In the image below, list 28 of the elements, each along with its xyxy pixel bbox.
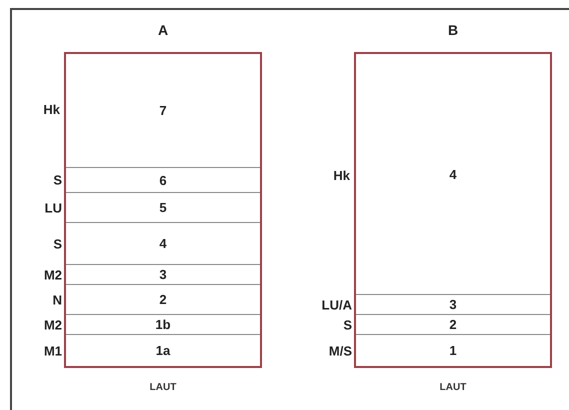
layer-number: 2	[159, 293, 167, 306]
layer-number: 7	[159, 104, 167, 117]
layer-number: 1a	[156, 344, 170, 357]
layer-number: 4	[449, 168, 457, 180]
layer-code: S	[52, 237, 62, 250]
base-label: LAUT	[438, 381, 468, 395]
layer-code: S	[52, 174, 62, 186]
column-heading: A	[156, 21, 170, 40]
layer-code: Hk	[42, 103, 60, 116]
layer-number: 5	[159, 201, 167, 214]
layer-number: 6	[159, 174, 167, 186]
layer-code: M/S	[328, 344, 352, 357]
layer-code: M1	[42, 344, 62, 357]
layer-number: 3	[449, 298, 457, 311]
layer-code: N	[52, 293, 62, 306]
layer-code: M2	[42, 318, 62, 331]
layer-number: 3	[159, 268, 167, 281]
layer-code: S	[342, 318, 352, 331]
column-heading: B	[446, 21, 460, 40]
layer-code: LU	[44, 201, 62, 214]
base-label: LAUT	[148, 381, 178, 395]
layer-code: Hk	[332, 169, 350, 182]
layer-number: 1	[449, 344, 457, 357]
layer-number: 2	[449, 318, 457, 331]
layer-code: LU/A	[320, 298, 352, 311]
layer-number: 4	[159, 237, 167, 250]
layer-code: M2	[42, 268, 62, 281]
layer-number: 1b	[155, 318, 171, 331]
